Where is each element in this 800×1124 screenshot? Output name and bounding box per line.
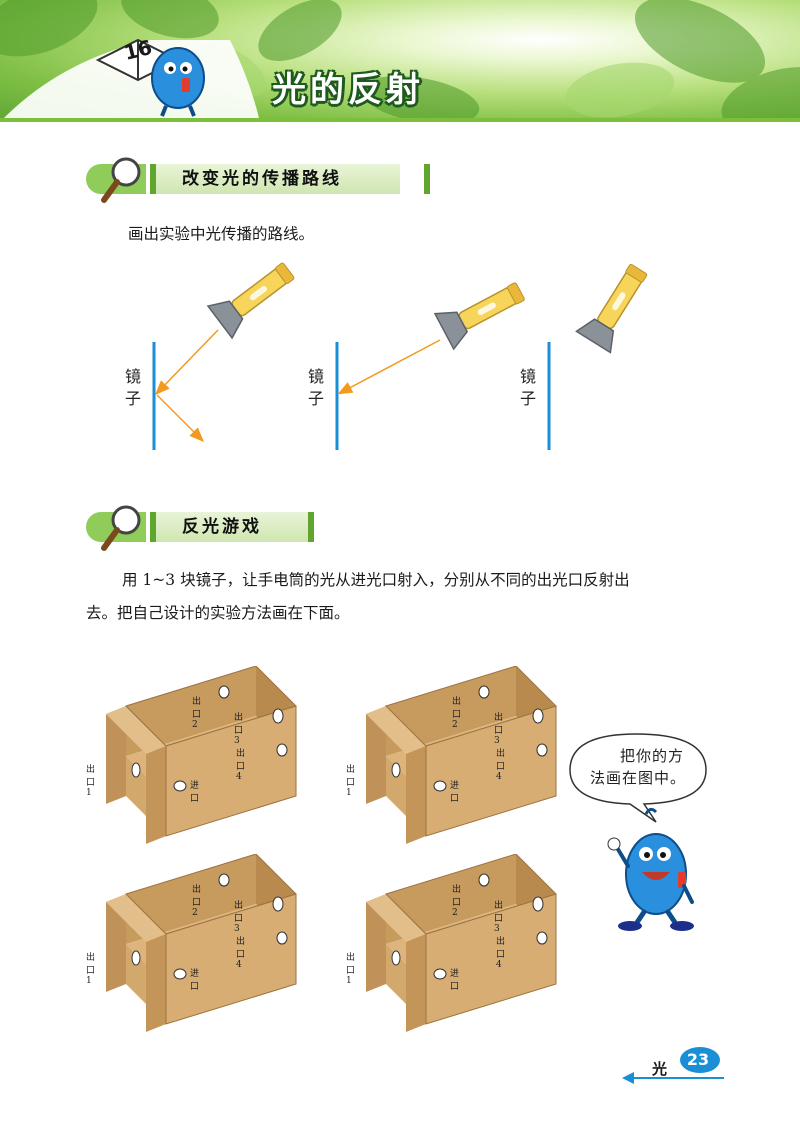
exit2-label: 出口2 (192, 885, 202, 918)
exit1-label: 出口1 (346, 953, 356, 986)
header-banner: 16 光的反射 (0, 0, 800, 122)
flashlight-3 (575, 257, 657, 354)
section-heading-1: 改变光的传播路线 (86, 157, 430, 203)
page-number: 23 (686, 1050, 710, 1069)
section-title-label: 改变光的传播路线 (150, 164, 400, 194)
paragraph-line: 用 1~3 块镜子，让手电筒的光从进光口射入，分别从不同的出光口反射出 (122, 571, 630, 589)
mirror-label-char: 镜 (124, 367, 141, 386)
bubble-line: 法画在图中。 (590, 769, 687, 787)
bubble-text: 把你的方 法画在图中。 (590, 745, 702, 789)
mirror-label-char: 子 (124, 389, 141, 408)
mirror-label-char: 镜 (307, 367, 324, 386)
speech-bubble (569, 733, 707, 823)
exit2-label: 出口2 (452, 697, 462, 730)
heading-endcap (308, 512, 314, 542)
entrance-label: 进口 (190, 969, 200, 992)
mascot-reading-book (95, 38, 205, 117)
section-heading-2: 反光游戏 (86, 505, 314, 551)
flashlight-1 (207, 253, 302, 339)
exit4-label: 出口4 (236, 749, 246, 782)
entrance-label: 进口 (450, 781, 460, 804)
flashlight-2 (434, 272, 531, 350)
exit1-label: 出口1 (86, 953, 96, 986)
cardboard-box (105, 665, 297, 845)
exit2-label: 出口2 (192, 697, 202, 730)
exit4-label: 出口4 (496, 937, 506, 970)
cardboard-box (365, 853, 557, 1033)
mirror-label-char: 子 (519, 389, 536, 408)
exit1-label: 出口1 (346, 765, 356, 798)
mirror-label-char: 子 (307, 389, 324, 408)
reflected-ray-1 (156, 394, 205, 443)
banner-divider (0, 118, 800, 122)
magnifier-icon (101, 505, 141, 551)
bubble-line: 把你的方 (620, 747, 685, 765)
section-title-label: 反光游戏 (150, 512, 310, 542)
exit4-label: 出口4 (496, 749, 506, 782)
section2-paragraph: 用 1~3 块镜子，让手电筒的光从进光口射入，分别从不同的出光口反射出 去。把自… (86, 564, 726, 630)
exit3-label: 出口3 (494, 713, 504, 746)
footer-arrow (622, 1047, 724, 1084)
page-title: 光的反射 (272, 70, 424, 110)
heading-endcap (424, 164, 430, 194)
entrance-label: 进口 (450, 969, 460, 992)
box-diagram-4 (365, 853, 566, 1044)
mascot-icon (607, 807, 694, 931)
box-diagram-3 (105, 853, 306, 1044)
mirror-label-3: 镜 子 (519, 366, 537, 410)
cardboard-box (105, 853, 297, 1033)
exit1-label: 出口1 (86, 765, 96, 798)
section1-instruction: 画出实验中光传播的路线。 (128, 225, 315, 243)
mascot-with-bubble (569, 733, 707, 931)
cardboard-box (365, 665, 557, 845)
exit2-label: 出口2 (452, 885, 462, 918)
mirror-diagrams (152, 253, 657, 450)
incident-ray-2 (337, 339, 441, 395)
exit3-label: 出口3 (234, 713, 244, 746)
box-diagram-1 (105, 665, 306, 856)
mirror-label-1: 镜 子 (124, 366, 142, 410)
entrance-label: 进口 (190, 781, 200, 804)
box-diagram-2 (365, 665, 566, 856)
exit4-label: 出口4 (236, 937, 246, 970)
paragraph-line: 去。把自己设计的实验方法画在下面。 (86, 604, 350, 622)
exit3-label: 出口3 (494, 901, 504, 934)
unit-label: 光 (652, 1060, 668, 1078)
magnifier-icon (101, 157, 141, 203)
exit3-label: 出口3 (234, 901, 244, 934)
mirror-label-2: 镜 子 (307, 366, 325, 410)
mirror-label-char: 镜 (519, 367, 536, 386)
incident-ray-1 (154, 329, 219, 396)
